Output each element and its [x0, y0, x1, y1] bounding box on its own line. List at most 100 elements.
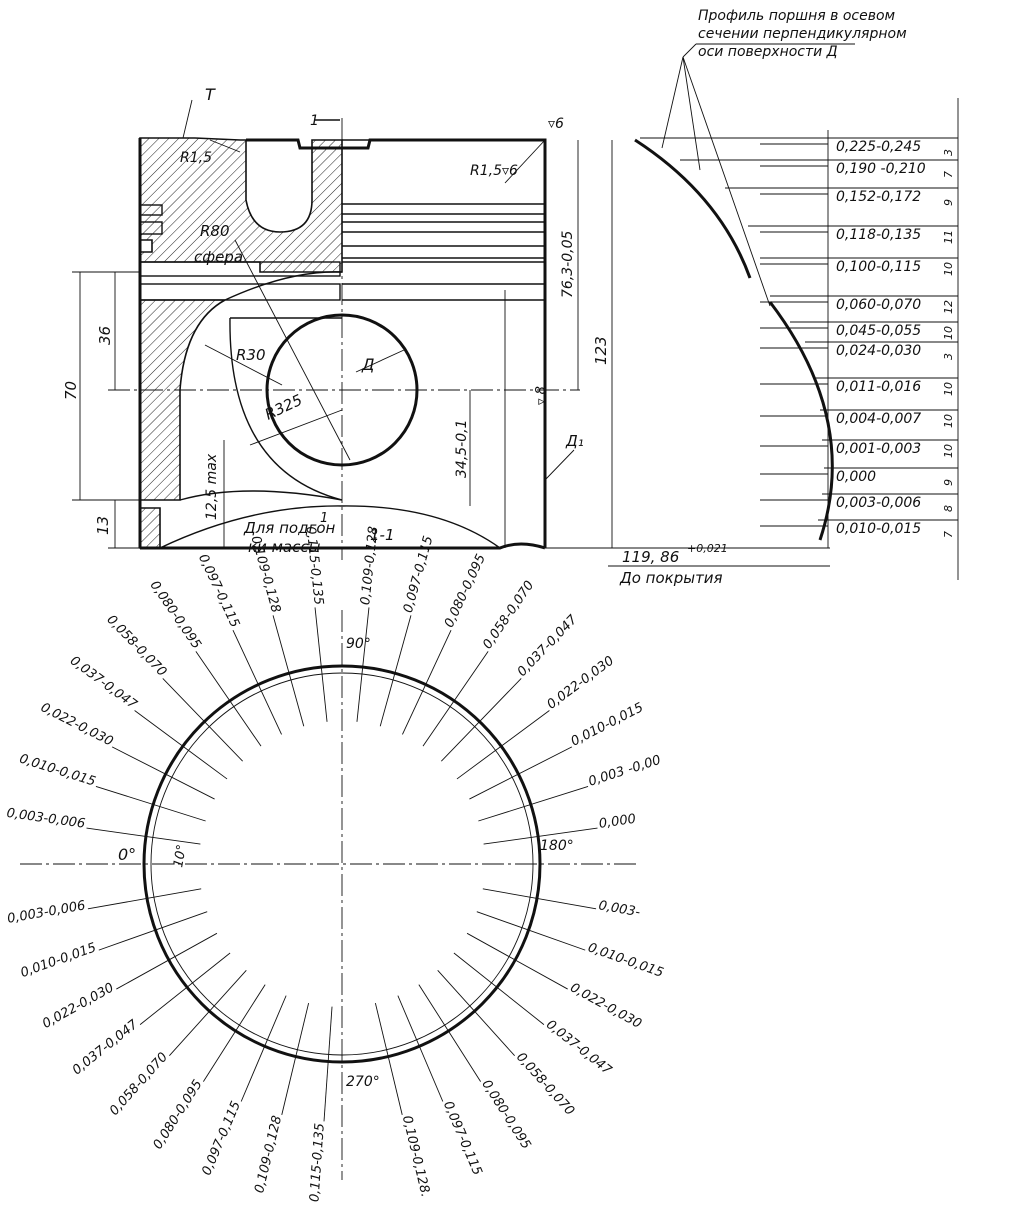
ovality-ray	[379, 615, 412, 727]
ovality-ray	[202, 984, 266, 1082]
dim-123: 123	[592, 336, 610, 365]
ovality-ray	[397, 995, 444, 1102]
dim-34-5: 34,5-0,1	[454, 420, 470, 479]
ovality-label: 0,003-0,006	[6, 898, 87, 927]
profile-value: 0,100-0,115	[836, 259, 921, 275]
ovality-label: 0,003 -0,00	[587, 753, 663, 790]
ovality-label: 0,022-0,030	[38, 700, 115, 749]
surface-mark-t: T	[205, 85, 216, 104]
ovality-label: 0,080-0,095	[147, 578, 204, 652]
profile-step: 7	[942, 531, 955, 538]
profile-curve-upper	[634, 138, 752, 279]
profile-value: 0,000	[836, 469, 876, 485]
ovality-label: 0,080-0,095	[151, 1077, 206, 1152]
dim-76-3: 76,3-0,05	[560, 231, 576, 298]
profile-step: 9	[942, 199, 955, 206]
radius-80: R80	[200, 222, 230, 240]
ovality-ray	[456, 710, 550, 780]
profile-step: 7	[942, 171, 955, 178]
profile-note-line-2: сечении перпендикулярном	[698, 26, 907, 42]
mass-note-line-2: ки массы	[248, 538, 321, 556]
ovality-label: 0,058-0,070	[107, 1050, 171, 1119]
ovality-ray	[476, 911, 586, 951]
profile-value: 0,152-0,172	[836, 189, 921, 205]
angle-180: 180°	[540, 838, 574, 854]
ovality-ray	[134, 710, 228, 780]
ovality-label: 0,058-0,070	[104, 612, 170, 679]
ovality-ray	[139, 952, 231, 1025]
ovality-ray	[323, 1006, 333, 1122]
ovality-label: 0,022-0,030	[544, 653, 617, 712]
dim-13: 13	[94, 516, 112, 535]
ovality-ray	[162, 678, 243, 762]
ovality-label: 0,097-0,115	[440, 1099, 485, 1178]
ovality-ray	[232, 629, 282, 735]
profile-step: 3	[942, 353, 955, 360]
radius-30: R30	[236, 346, 266, 364]
profile-value: 0,004-0,007	[836, 411, 921, 427]
section-mark-bottom: 1	[320, 511, 328, 526]
ovality-ray	[482, 888, 597, 910]
profile-step: 10	[942, 262, 955, 276]
ovality-label: 0,037-0,047	[67, 653, 140, 713]
diameter-tolerance: +0,021	[687, 542, 728, 555]
dim-12-5-max: 12,5 max	[204, 453, 220, 520]
ovality-label: 0,010-0,015	[586, 940, 666, 981]
section-mark-top: 1	[310, 113, 319, 129]
profile-note: Профиль поршня в осевом сечении перпенди…	[661, 8, 907, 307]
ovality-label: 0,037-0,047	[543, 1017, 615, 1078]
profile-step: 8	[942, 505, 955, 512]
ovality-ray	[437, 969, 515, 1057]
ovality-label: 0,058-0,070	[480, 578, 537, 652]
profile-value: 0,225-0,245	[836, 139, 921, 155]
profile-value: 0,024-0,030	[836, 343, 921, 359]
profile-value: 0,045-0,055	[836, 323, 921, 339]
ovality-label: 0,003-	[597, 898, 641, 920]
ovality-label: 0,109-0,128.	[399, 1114, 433, 1198]
ovality-label: 0,080-0,095	[478, 1077, 533, 1152]
ovality-label: 0,097-0,115	[195, 552, 242, 630]
profile-value: 0,011-0,016	[836, 379, 921, 395]
ovality-ray	[356, 607, 370, 722]
angle-270: 270°	[346, 1074, 380, 1090]
ovality-ray	[418, 984, 482, 1082]
ovality-circle-outer	[142, 664, 542, 1064]
profile-step: 10	[942, 414, 955, 428]
hatched-skirt	[139, 299, 226, 501]
ovality-ray	[374, 1002, 403, 1115]
profile-curve-lower	[768, 301, 834, 541]
profile-step: 10	[942, 382, 955, 396]
ovality-ray	[87, 888, 202, 910]
roughness-side: ▿ 8	[534, 386, 549, 405]
profile-note-line-1: Профиль поршня в осевом	[698, 8, 896, 24]
ovality-label: 0,037-0,047	[70, 1017, 142, 1078]
bore-label-d: Д	[361, 355, 375, 374]
ovality-ray	[478, 785, 589, 822]
ovality-ray	[469, 746, 573, 800]
ovality-ray	[98, 911, 208, 951]
profile-value: 0,001-0,003	[836, 441, 921, 457]
ovality-title: 1-1	[370, 526, 395, 544]
angle-90: 90°	[346, 636, 371, 652]
ovality-label: 0,022-0,030	[567, 980, 643, 1031]
ovality-ray	[116, 932, 218, 990]
profile-value: 0,060-0,070	[836, 297, 921, 313]
ovality-label: 0,115-0,135	[307, 1123, 327, 1203]
ovality-ray	[240, 995, 287, 1102]
ovality-label: 0,109-0,128	[252, 1114, 285, 1194]
ring-bands-right	[342, 203, 545, 301]
profile-value: 0,010-0,015	[836, 521, 921, 537]
ovality-label: 0,058-0,070	[513, 1050, 577, 1119]
ovality-label: 0,000	[598, 812, 637, 832]
ovality-ray	[195, 651, 262, 747]
ovality-ray	[483, 827, 598, 845]
ovality-ray	[402, 629, 452, 735]
ovality-ray	[95, 785, 206, 822]
profile-note-line-3: оси поверхности Д	[698, 44, 838, 60]
roughness-top: ▿6	[548, 116, 564, 132]
mass-note-line-1: Для подгон	[243, 519, 336, 537]
ovality-label: 0,003-0,006	[6, 806, 86, 832]
